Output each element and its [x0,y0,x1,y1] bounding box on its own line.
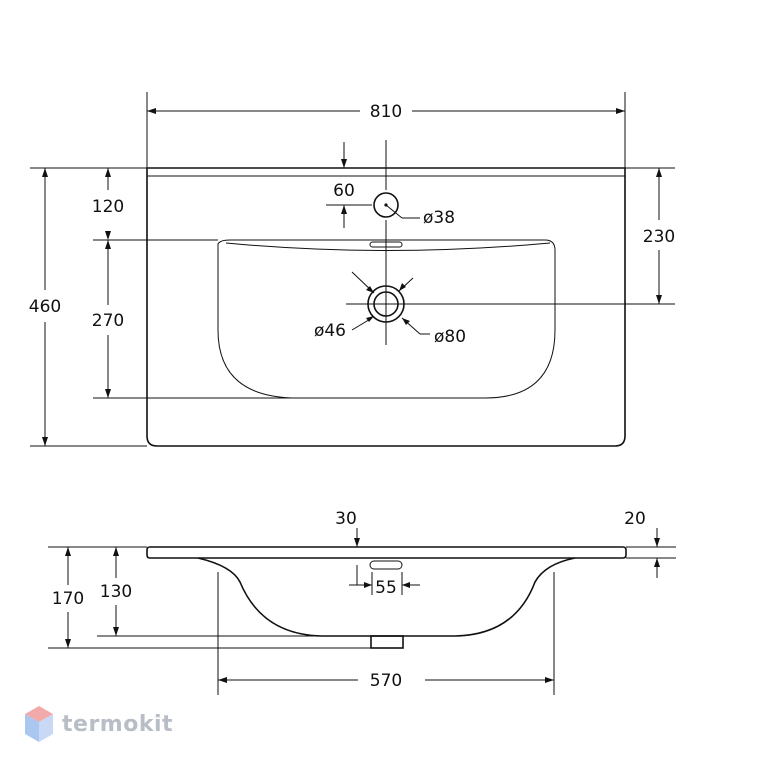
tap-hole [373,192,399,218]
hexagon-logo-icon [25,706,53,742]
dim-d80: ø80 [434,327,466,347]
overflow-side [369,560,403,570]
brand-logo: termokit [24,704,173,744]
top-view: 810 460 120 270 230 60 [29,92,675,447]
dim-810: 810 [370,102,402,122]
dim-20: 20 [624,509,646,529]
rim-side [146,546,627,559]
dim-170: 170 [52,589,84,609]
dim-30: 30 [335,509,357,529]
bowl-back-curve [225,242,551,251]
bowl-outline [217,239,556,399]
dim-270: 270 [92,311,124,331]
dim-d38: ø38 [423,208,455,228]
dim-120: 120 [92,197,124,217]
dim-55: 55 [375,578,397,598]
dim-570: 570 [370,671,402,691]
brand-name: termokit [62,711,174,737]
dim-d46: ø46 [314,321,346,341]
dim-230: 230 [643,227,675,247]
drain-stub [370,635,404,649]
dim-130: 130 [100,582,132,602]
dim-460: 460 [29,297,61,317]
side-view: 30 20 55 170 130 [48,509,676,695]
dim-60: 60 [333,181,355,201]
